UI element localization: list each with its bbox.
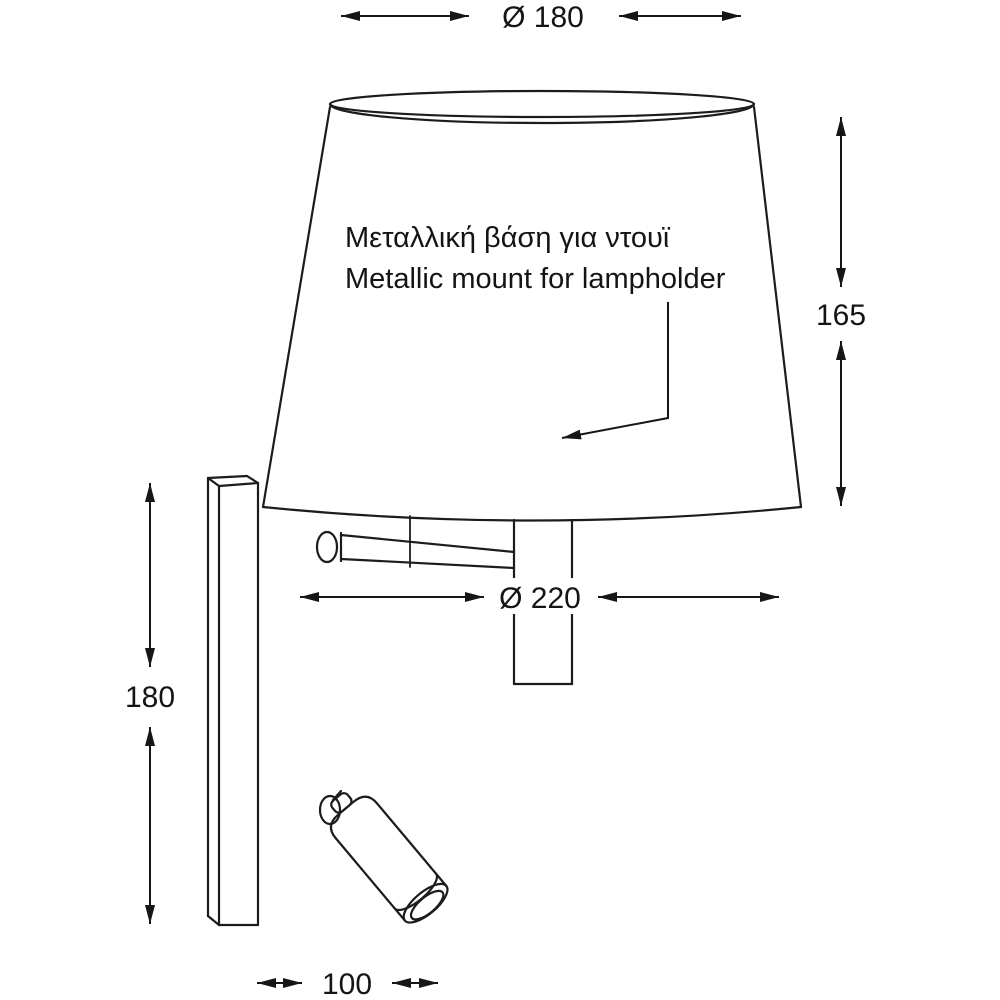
annotation-english: Metallic mount for lampholder bbox=[345, 263, 726, 295]
plate-top-right-corner bbox=[245, 474, 260, 485]
reading-spotlight bbox=[318, 789, 449, 924]
wall-backplate bbox=[206, 474, 260, 927]
arm-top-edge bbox=[339, 533, 516, 554]
dimension-label-bottom-diameter: Ø 220 bbox=[499, 582, 581, 615]
dimension-top-diameter: Ø 180 bbox=[341, 1, 741, 34]
plate-bottom-corner bbox=[206, 914, 221, 927]
plate-front-top-edge bbox=[217, 481, 260, 488]
spotlight-left-side bbox=[334, 836, 406, 922]
dimension-bottom-diameter: Ø 220 bbox=[300, 578, 779, 615]
dimension-backplate-height: 180 bbox=[125, 483, 175, 924]
spotlight-lens-outer bbox=[402, 882, 449, 924]
spotlight-body bbox=[329, 792, 449, 924]
arm-wall-joint bbox=[315, 530, 339, 564]
arm-bottom-edge bbox=[339, 557, 516, 570]
dimension-label-shade-height: 165 bbox=[816, 299, 866, 332]
shade-top-rim bbox=[328, 102, 756, 125]
dimension-label-top-diameter: Ø 180 bbox=[502, 1, 584, 34]
dimension-label-spotlight-length: 100 bbox=[322, 968, 372, 1000]
dimension-label-backplate-height: 180 bbox=[125, 681, 175, 714]
shade-top-opening bbox=[328, 89, 756, 119]
shade-bottom-edge bbox=[261, 505, 803, 522]
spotlight-top-cap bbox=[329, 795, 378, 839]
dimension-spotlight-length: 100 bbox=[257, 968, 438, 1000]
annotation: Μεταλλική βάση για ντουϊ Metallic mount … bbox=[345, 222, 726, 440]
spotlight-right-side bbox=[375, 802, 448, 887]
support-arm bbox=[315, 515, 516, 570]
lamp-shade bbox=[261, 89, 803, 522]
spotlight-lens-inner bbox=[409, 889, 445, 921]
spotlight-wall-joint bbox=[318, 794, 342, 826]
shade-right-edge bbox=[752, 105, 803, 509]
dimension-shade-height: 165 bbox=[816, 117, 866, 506]
shade-left-edge bbox=[261, 105, 332, 509]
annotation-greek: Μεταλλική βάση για ντουϊ bbox=[345, 222, 671, 254]
plate-top-corner bbox=[206, 476, 221, 488]
annotation-leader-line bbox=[561, 302, 669, 440]
plate-back-top-edge bbox=[206, 474, 249, 480]
dimension-label-backing bbox=[488, 578, 592, 614]
